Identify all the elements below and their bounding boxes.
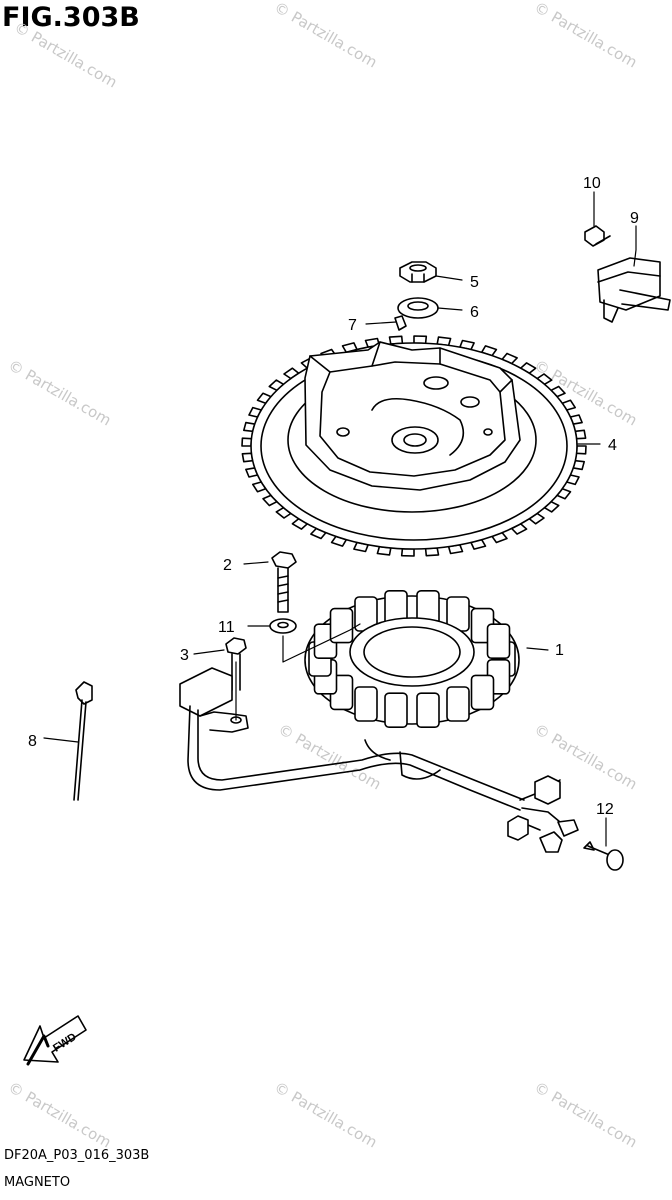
stator-bolt bbox=[271, 551, 297, 613]
callout-11: 11 bbox=[218, 619, 235, 636]
stator bbox=[304, 589, 520, 729]
stator-pole bbox=[446, 686, 470, 722]
clamp-screw bbox=[225, 637, 247, 691]
stator-pole bbox=[354, 686, 378, 722]
callout-4: 4 bbox=[608, 437, 617, 454]
flywheel bbox=[241, 335, 587, 557]
callout-8: 8 bbox=[28, 733, 37, 750]
stator-pole bbox=[384, 692, 408, 729]
flywheel-washer bbox=[397, 297, 439, 319]
callout-6: 6 bbox=[470, 304, 479, 321]
flywheel-tooth bbox=[575, 445, 587, 455]
callout-12: 12 bbox=[596, 801, 614, 818]
stator-pole bbox=[486, 623, 511, 660]
wire-harness bbox=[187, 705, 579, 853]
cable-tie bbox=[73, 681, 93, 801]
flywheel-key bbox=[394, 315, 407, 331]
leader-lines bbox=[43, 191, 637, 847]
callout-10: 10 bbox=[583, 175, 601, 192]
callout-2: 2 bbox=[223, 557, 232, 574]
flywheel-nut bbox=[399, 261, 437, 283]
callout-1: 1 bbox=[555, 642, 564, 659]
figure-name: MAGNETO bbox=[4, 1175, 71, 1190]
callout-9: 9 bbox=[630, 210, 639, 227]
stator-pole bbox=[416, 692, 440, 729]
stator-poles bbox=[308, 589, 516, 729]
fwd-arrow-icon bbox=[23, 1015, 87, 1066]
flywheel-tooth bbox=[413, 335, 428, 345]
figure-title: FIG.303B bbox=[2, 2, 140, 33]
stator-pole bbox=[329, 607, 354, 644]
pin bbox=[583, 841, 624, 871]
flywheel-tooth bbox=[241, 437, 253, 447]
pulser-sensor bbox=[597, 257, 671, 323]
callout-5: 5 bbox=[470, 274, 479, 291]
pulser-bolt bbox=[584, 225, 611, 247]
stator-pole bbox=[470, 674, 495, 711]
flywheel-tooth bbox=[400, 547, 415, 557]
figure-code: DF20A_P03_016_303B bbox=[4, 1148, 150, 1163]
callout-7: 7 bbox=[348, 317, 357, 334]
callout-3: 3 bbox=[180, 647, 189, 664]
stator-washer bbox=[269, 618, 297, 634]
ground-terminal bbox=[179, 667, 249, 733]
